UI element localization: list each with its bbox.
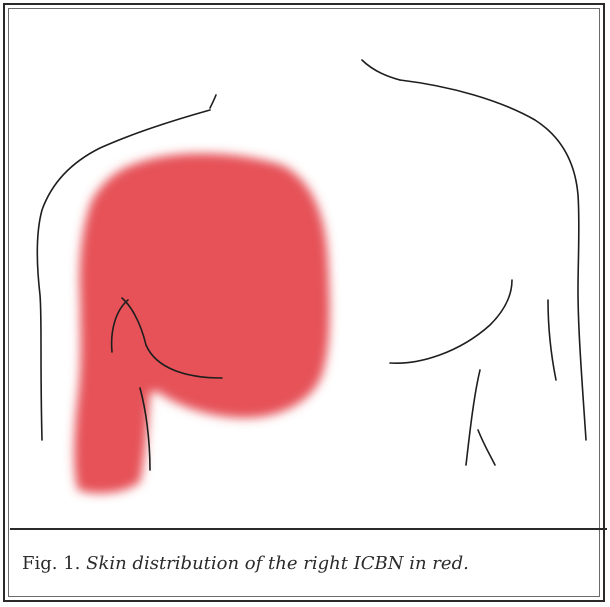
figure-caption: Fig. 1. Skin distribution of the right I… bbox=[22, 553, 469, 574]
icbn-skin-region bbox=[74, 153, 329, 493]
caption-divider bbox=[10, 528, 607, 530]
caption-text: Skin distribution of the right ICBN in r… bbox=[86, 553, 469, 574]
chest-illustration bbox=[0, 0, 610, 530]
caption-label: Fig. 1. bbox=[22, 553, 80, 574]
